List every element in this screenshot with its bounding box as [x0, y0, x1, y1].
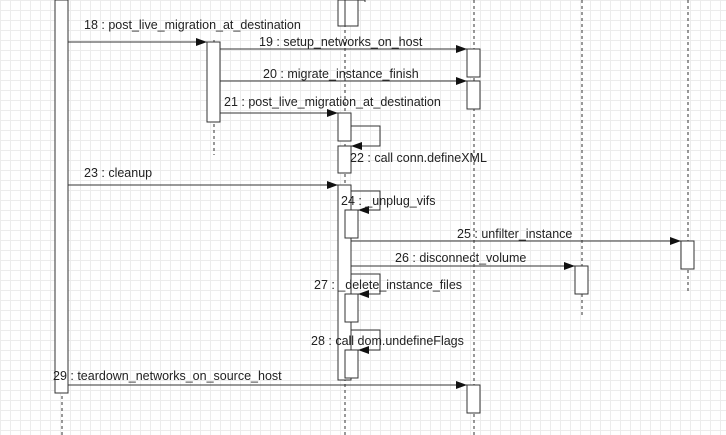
msg-18-label: 18 : post_live_migration_at_destination: [84, 18, 301, 32]
msg-22-label: 22 : call conn.defineXML: [350, 151, 487, 165]
msg-21-arrowhead: [327, 109, 338, 117]
msg-29-arrowhead: [456, 381, 467, 389]
msg-22-arrowhead: [351, 142, 362, 150]
msg-23-label: 23 : cleanup: [84, 166, 152, 180]
activation-delete: [344, 293, 359, 323]
activation-unplug: [344, 209, 359, 239]
activation-driver-top-nested: [344, 0, 359, 27]
msg-24-label: 24 : _unplug_vifs: [341, 194, 436, 208]
activation-firewall: [680, 240, 695, 270]
msg-24-arrowhead: [358, 206, 369, 214]
activation-source: [54, 0, 69, 394]
msg-26-label: 26 : disconnect_volume: [395, 251, 526, 265]
activation-driver-21: [337, 112, 352, 142]
msg-19-arrowhead: [456, 45, 467, 53]
msg-27-arrowhead: [358, 290, 369, 298]
msg-20-label: 20 : migrate_instance_finish: [263, 67, 419, 81]
msg-20-arrowhead: [456, 77, 467, 85]
msg-21-label: 21 : post_live_migration_at_destination: [224, 95, 441, 109]
activation-network-20: [466, 80, 481, 110]
msg-28-label: 28 : call dom.undefineFlags: [311, 334, 464, 348]
msg-23-arrowhead: [327, 181, 338, 189]
activation-destination: [206, 41, 221, 123]
activation-volume: [574, 265, 589, 295]
msg-19-label: 19 : setup_networks_on_host: [259, 35, 423, 49]
msg-29-label: 29 : teardown_networks_on_source_host: [53, 369, 282, 383]
msg-27-label: 27 : _delete_instance_files: [314, 278, 462, 292]
msg-25-arrowhead: [670, 237, 681, 245]
msg-26-arrowhead: [564, 262, 575, 270]
msg-18-arrowhead: [196, 38, 207, 46]
msg-28-arrowhead: [358, 346, 369, 354]
self-loop-top: [358, 0, 366, 2]
activation-undefine: [344, 349, 359, 379]
activation-network-29: [466, 384, 481, 414]
msg-22-line: [351, 125, 381, 147]
activation-network-19: [466, 48, 481, 78]
activation-driver-22: [337, 145, 352, 174]
msg-25-label: 25 : unfilter_instance: [457, 227, 572, 241]
